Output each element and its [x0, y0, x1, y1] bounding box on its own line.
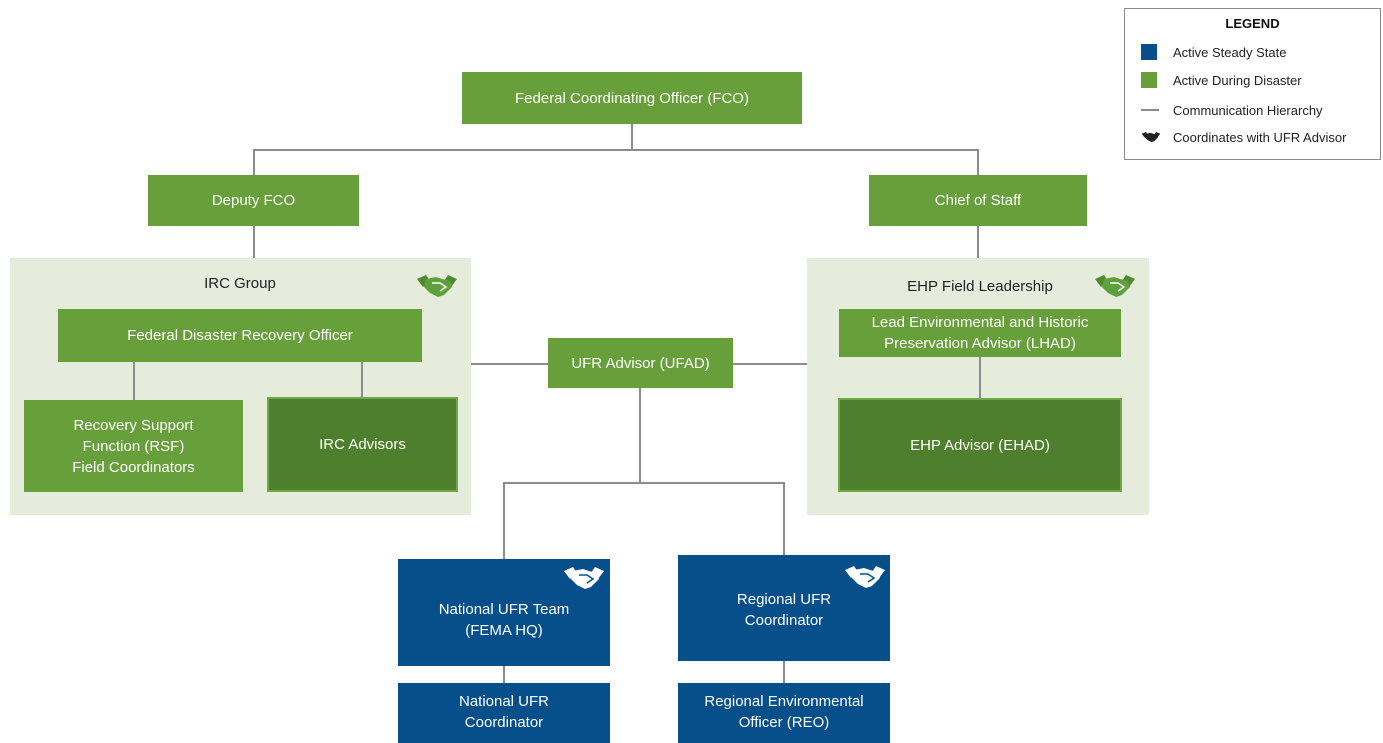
legend-title: LEGEND [1225, 16, 1280, 31]
regional-ufr-coordinator-label-line2: Coordinator [744, 612, 824, 629]
connector-ufad-to-ehp [733, 363, 807, 365]
rsf-box: Recovery Support Function (RSF) Field Co… [24, 400, 243, 492]
ufad-box: UFR Advisor (UFAD) [548, 338, 733, 388]
legend-swatch-green [1141, 72, 1157, 88]
ehad-box: EHP Advisor (EHAD) [838, 398, 1122, 492]
connector-chief-to-ehp [977, 226, 979, 259]
fco-label: Federal Coordinating Officer (FCO) [515, 89, 749, 107]
national-ufr-coordinator-box: National UFR Coordinator [398, 683, 610, 743]
ehad-label: EHP Advisor (EHAD) [910, 436, 1050, 454]
connector-fdro-to-irc-advisors [361, 361, 363, 399]
legend-swatch-blue [1141, 44, 1157, 60]
fco-box: Federal Coordinating Officer (FCO) [462, 72, 802, 124]
national-ufr-team-label-line2: (FEMA HQ) [465, 621, 543, 639]
connector-top-horizontal [253, 149, 979, 151]
legend-item-steady-state: Active Steady State [1141, 41, 1286, 63]
connector-lhad-to-ehad [979, 357, 981, 399]
legend-label: Coordinates with UFR Advisor [1173, 129, 1347, 145]
handshake-icon [417, 275, 457, 297]
deputy-fco-label: Deputy FCO [211, 192, 296, 209]
lhad-label-line2: Preservation Advisor (LHAD) [884, 335, 1076, 352]
connector-fco-down [631, 124, 633, 150]
national-ufr-coordinator-label-line2: Coordinator [464, 714, 544, 731]
chief-of-staff-box: Chief of Staff [869, 175, 1087, 226]
fdro-label: Federal Disaster Recovery Officer [127, 327, 353, 344]
legend-line-sample [1141, 109, 1159, 111]
reo-label-line1: Regional Environmental [704, 693, 864, 710]
national-ufr-team-label-line1: National UFR Team [438, 600, 570, 618]
national-ufr-team-box: National UFR Team (FEMA HQ) [398, 559, 610, 666]
reo-box: Regional Environmental Officer (REO) [678, 683, 890, 743]
handshake-icon [845, 566, 885, 588]
legend-item-coordinates: Coordinates with UFR Advisor [1141, 126, 1346, 148]
national-ufr-coordinator-label-line1: National UFR [458, 693, 550, 710]
ufad-label: UFR Advisor (UFAD) [571, 354, 710, 372]
deputy-fco-box: Deputy FCO [148, 175, 359, 226]
connector-to-chief [977, 149, 979, 175]
legend-label: Communication Hierarchy [1173, 102, 1323, 118]
connector-national-team-to-coordinator [503, 666, 505, 683]
handshake-icon [1095, 275, 1135, 297]
regional-ufr-coordinator-label-line1: Regional UFR [736, 591, 832, 608]
rsf-label-line3: Field Coordinators [72, 458, 195, 476]
ehp-group-title: EHP Field Leadership [907, 278, 1053, 295]
rsf-label-line1: Recovery Support [73, 416, 194, 434]
connector-to-national-team [503, 482, 505, 560]
connector-regional-coordinator-to-reo [783, 661, 785, 683]
connector-ufad-down [639, 388, 641, 483]
connector-fdro-to-rsf [133, 361, 135, 401]
irc-advisors-box: IRC Advisors [267, 397, 458, 492]
legend-label: Active Steady State [1173, 44, 1287, 60]
handshake-icon [1141, 131, 1161, 143]
handshake-icon [564, 567, 604, 589]
rsf-label-line2: Function (RSF) [82, 437, 185, 455]
reo-label-line2: Officer (REO) [738, 714, 830, 731]
legend: LEGEND Active Steady State Active During… [1124, 8, 1381, 160]
irc-advisors-label: IRC Advisors [319, 436, 406, 453]
connector-deputy-to-irc [253, 226, 255, 259]
legend-label: Active During Disaster [1173, 72, 1302, 88]
fdro-box: Federal Disaster Recovery Officer [58, 309, 422, 362]
connector-irc-to-ufad [471, 363, 549, 365]
chief-of-staff-label: Chief of Staff [934, 192, 1022, 209]
connector-to-regional-coordinator [783, 482, 785, 556]
connector-bottom-horizontal [503, 482, 785, 484]
legend-item-communication: Communication Hierarchy [1141, 99, 1323, 121]
legend-handshake-icon [1141, 130, 1163, 144]
irc-group-title: IRC Group [204, 275, 276, 292]
legend-item-during-disaster: Active During Disaster [1141, 69, 1302, 91]
lhad-box: Lead Environmental and Historic Preserva… [839, 309, 1121, 357]
connector-to-deputy [253, 149, 255, 175]
lhad-label-line1: Lead Environmental and Historic [871, 314, 1089, 331]
